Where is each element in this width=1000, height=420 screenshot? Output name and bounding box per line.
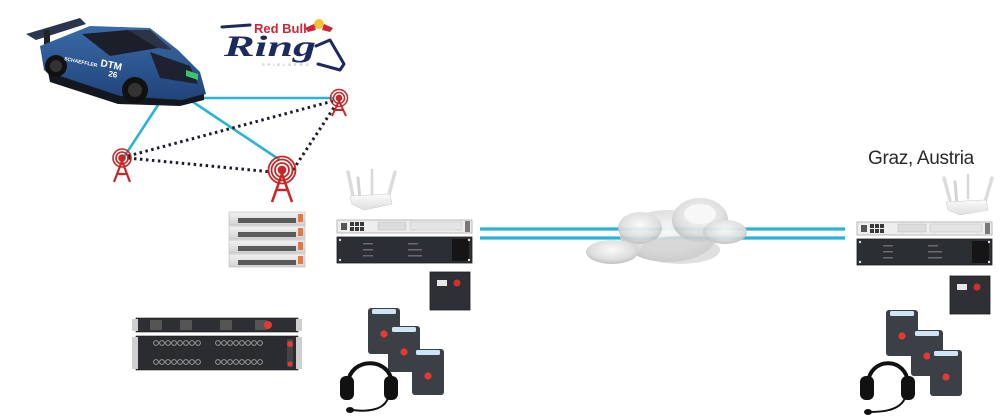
radio-tower-icon (329, 88, 349, 117)
wifi-router-icon (346, 168, 397, 211)
remote-server[interactable] (856, 238, 993, 266)
matrix-power-icon (264, 321, 272, 329)
local-router[interactable] (346, 168, 397, 211)
local-gateway[interactable] (336, 219, 473, 234)
local-beltpacks[interactable] (340, 308, 444, 413)
car-number-text: 26 (108, 69, 119, 80)
remote-beltpacks[interactable] (860, 310, 962, 415)
remote-keypanel[interactable] (949, 275, 991, 315)
antenna-1[interactable] (112, 148, 132, 183)
keypanel-button-icon (453, 279, 461, 287)
mesh-link-2-3 (291, 105, 337, 171)
remote-gateway[interactable] (856, 221, 993, 236)
beltpack-icon (930, 350, 962, 396)
matrix-1ru (132, 317, 302, 333)
remote-router[interactable] (942, 173, 994, 216)
headset-icon (340, 361, 398, 413)
server-stack[interactable] (228, 211, 306, 268)
antenna-2[interactable] (267, 155, 297, 203)
server-unit (228, 239, 306, 254)
server-unit (228, 225, 306, 240)
remote-site-label: Graz, Austria (868, 148, 974, 169)
keypanel-button-icon (973, 283, 981, 291)
ethernet-ports (870, 224, 884, 233)
link-car-antenna-2 (189, 98, 281, 162)
radio-tower-icon (112, 148, 132, 183)
headset-icon (860, 361, 915, 415)
beltpack-icon (886, 310, 918, 356)
matrix-2ru (132, 335, 302, 371)
local-server[interactable] (336, 236, 473, 264)
beltpack-icon (412, 349, 444, 395)
intercom-matrix[interactable] (132, 317, 302, 371)
local-keypanel[interactable] (429, 271, 471, 311)
antenna-3[interactable] (329, 88, 349, 117)
ethernet-ports (350, 222, 364, 231)
red-bull-ring-logo: Red Bull Ring SPIELBERG (220, 19, 346, 72)
xlr-connectors (153, 340, 263, 365)
cloud-icon (586, 198, 747, 264)
server-unit (228, 211, 306, 226)
bulls-icon (305, 19, 333, 32)
wifi-router-icon (942, 173, 994, 216)
race-car: SCHAEFFLER DTM 26 (26, 18, 206, 106)
car-livery-text: DTM (99, 58, 122, 73)
logo-name-text: Ring (222, 30, 316, 63)
radio-tower-icon (267, 155, 297, 203)
antenna-mesh-links (127, 99, 337, 174)
logo-sub-text: SPIELBERG (262, 62, 312, 67)
logo-brand-text: Red Bull (254, 21, 307, 36)
server-unit (228, 253, 306, 268)
mesh-link-1-2 (127, 156, 273, 174)
